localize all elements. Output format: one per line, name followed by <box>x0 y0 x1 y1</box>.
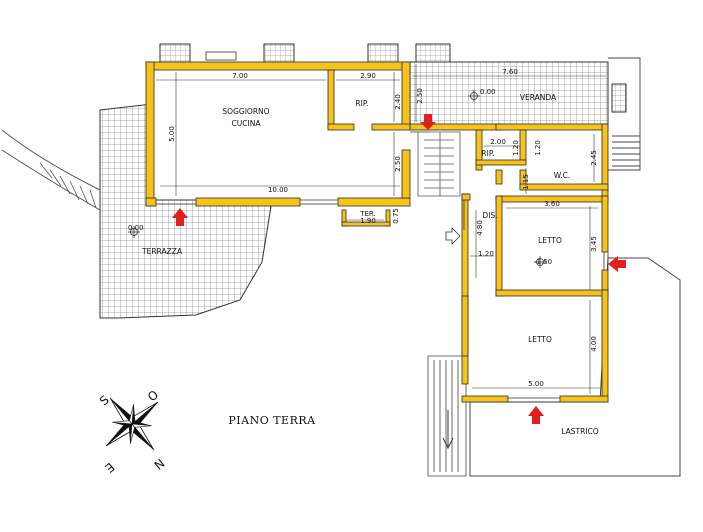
dim-wc-1-15: 1.15 <box>522 174 530 190</box>
arrow-dis-icon <box>445 227 461 245</box>
room-label-wc: W.C. <box>554 171 571 180</box>
room-label-letto-upper: LETTO <box>538 236 562 245</box>
terrazza-floor <box>99 103 273 319</box>
dim-rip-2-40: 2.40 <box>394 94 402 110</box>
ramp-arrow-icon <box>442 410 454 450</box>
dim-dis-1-20: 1.20 <box>478 250 494 258</box>
top-bench <box>205 51 237 61</box>
right-exterior-steps <box>608 57 641 171</box>
plan-title: PIANO TERRA <box>228 414 316 427</box>
compass-rose-icon <box>105 397 159 451</box>
planter-5 <box>611 83 627 113</box>
dim-ter-0-75: 0.75 <box>392 208 400 224</box>
lastrico-ramp <box>427 355 467 477</box>
terrace-steps <box>39 162 97 209</box>
dim-letto-3-60: 3.60 <box>544 200 560 208</box>
room-label-lastrico: LASTRICO <box>561 427 598 436</box>
room-label-dis: DIS. <box>482 211 497 220</box>
dim-wc-2-45: 2.45 <box>590 150 598 166</box>
room-label-rip-main: RIP. <box>355 99 368 108</box>
room-label-ter: TER. <box>359 210 376 218</box>
dim-letto-4-00: 4.00 <box>590 336 598 352</box>
dim-top-7-00: 7.00 <box>232 72 248 80</box>
dim-rip-2-00: 2.00 <box>490 138 506 146</box>
dim-dis-4-80: 4.80 <box>476 220 484 236</box>
dim-ter-1-90: 1.90 <box>360 217 376 225</box>
dim-stair-2-50: 2.50 <box>394 156 402 172</box>
level-terrazza: 0.00 <box>128 224 144 232</box>
dim-bottom-10-00: 10.00 <box>268 186 288 194</box>
dim-rip-1-20b: 1.20 <box>534 140 542 156</box>
dim-veranda-7-60: 7.60 <box>502 68 518 76</box>
room-label-cucina: CUCINA <box>232 119 262 128</box>
room-label-rip-small: RIP. <box>481 149 494 158</box>
arrow-veranda-icon <box>420 114 436 130</box>
arrow-terrazza-icon <box>172 208 188 226</box>
planter-3 <box>367 43 399 63</box>
dim-rip-1-20a: 1.20 <box>512 140 520 156</box>
planter-1 <box>159 43 191 63</box>
dim-veranda-2-50: 2.50 <box>416 88 424 104</box>
room-label-letto-lower: LETTO <box>528 335 552 344</box>
interior-stair <box>417 131 461 197</box>
dim-letto-5-00: 5.00 <box>528 380 544 388</box>
dim-top-2-90: 2.90 <box>360 72 376 80</box>
dim-living-5-00: 5.00 <box>168 126 176 142</box>
level-letto-upper: -1.50 <box>534 258 552 266</box>
compass-e: E <box>102 460 117 476</box>
entry-arrows <box>172 114 626 424</box>
level-markers <box>128 90 546 268</box>
terrace-curved-path <box>1 129 101 211</box>
planter-4 <box>415 43 451 63</box>
arrow-letto-icon <box>608 256 626 272</box>
planter-2 <box>263 43 295 63</box>
dim-letto-3-45: 3.45 <box>590 236 598 252</box>
compass-n: N <box>151 456 167 472</box>
level-veranda: 0.00 <box>480 88 496 96</box>
compass-o: O <box>145 387 161 404</box>
walls <box>145 61 609 403</box>
room-label-soggiorno: SOGGIORNO <box>222 107 269 116</box>
compass-s: S <box>97 393 112 409</box>
dimension-lines <box>156 64 606 394</box>
room-label-veranda: VERANDA <box>520 93 557 102</box>
arrow-lastrico-icon <box>528 406 544 424</box>
room-label-terrazza: TERRAZZA <box>141 247 183 256</box>
